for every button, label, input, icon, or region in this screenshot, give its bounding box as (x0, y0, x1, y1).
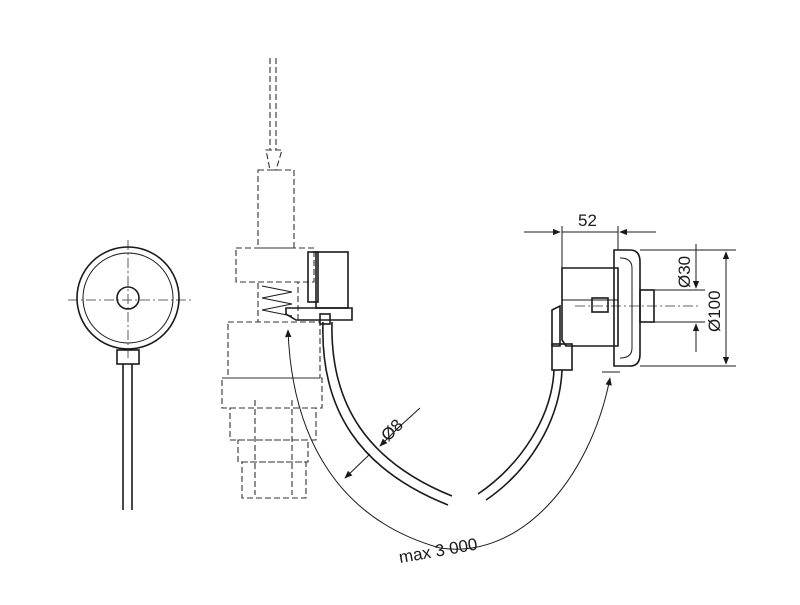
valve-seat (237, 439, 309, 463)
front-view-button (68, 240, 192, 510)
button-face-inner (619, 257, 633, 359)
flush-valve-assembly (221, 58, 353, 499)
actuator-block (315, 251, 349, 309)
valve-outlet (241, 461, 307, 499)
side-view-button: 52 Ø30 Ø100 (524, 211, 736, 371)
tube-diameter-label: Ø8 (377, 415, 406, 444)
button-body (561, 267, 619, 347)
tube-left-outer (322, 321, 449, 506)
button-cable-gland (116, 349, 140, 365)
tube-right-inner (477, 369, 555, 495)
button-push-cap (639, 289, 655, 323)
valve-head (235, 247, 315, 283)
tube-right-outer (485, 369, 563, 501)
button-tube-connector (551, 304, 561, 347)
chain-link (265, 149, 283, 171)
valve-upper-tube (257, 169, 295, 249)
max-length-dimension: max 3 000 (285, 329, 620, 567)
tube-left-inner (331, 321, 453, 497)
actuator-side (307, 251, 319, 303)
button-inner-ring (82, 252, 174, 344)
actuator-base-plate (285, 307, 353, 321)
large-diameter-label: Ø100 (705, 290, 724, 332)
max-length-arc (285, 329, 612, 550)
button-pin (591, 297, 609, 313)
actuator-tube-fitting (319, 313, 331, 325)
valve-body-mid (221, 377, 323, 409)
button-center-circle (116, 286, 140, 310)
max-length-label: max 3 000 (397, 535, 478, 567)
button-face-plate (613, 249, 641, 367)
valve-body-lower (229, 407, 317, 441)
width-label: 52 (578, 211, 597, 230)
valve-spring (257, 281, 299, 323)
small-diameter-label: Ø30 (675, 256, 694, 288)
pneumatic-tube (322, 321, 563, 506)
button-outer-ring (76, 246, 180, 350)
button-tube-gland (551, 343, 573, 371)
valve-body-upper (227, 321, 321, 379)
